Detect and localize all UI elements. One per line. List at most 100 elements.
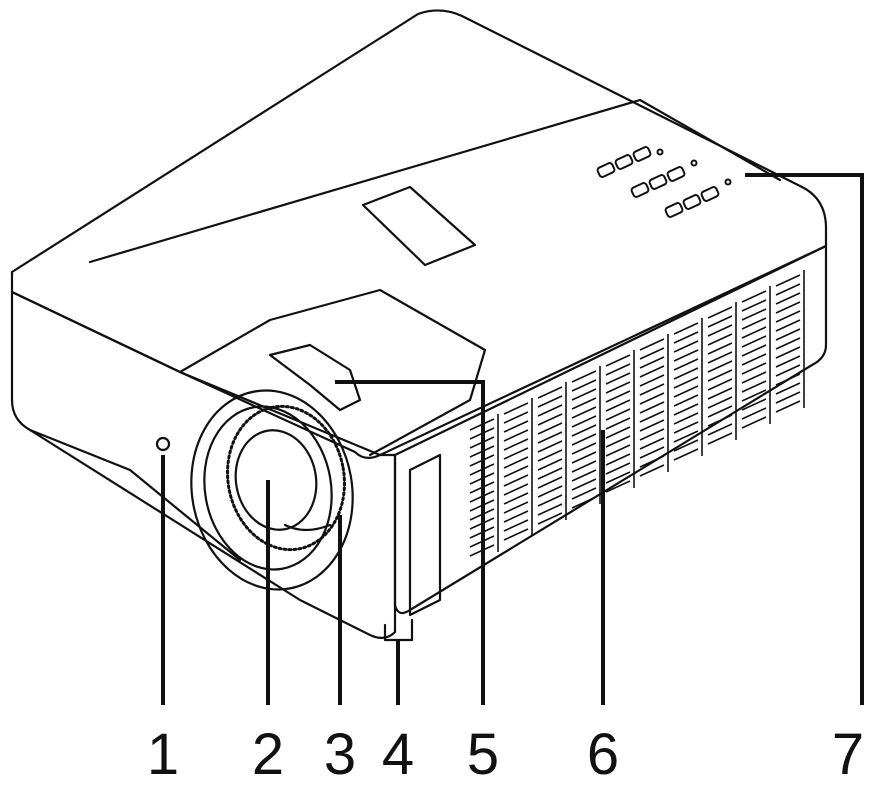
vent-slat	[741, 380, 767, 393]
callout-label-1: 1	[146, 722, 180, 787]
vent-slat	[503, 483, 529, 496]
vent-slat	[741, 344, 767, 357]
vent-slat	[605, 444, 631, 457]
vent-slat	[707, 432, 733, 445]
projector-front-face	[10, 290, 397, 639]
vent-slat	[707, 369, 733, 382]
vent-slat	[741, 299, 767, 312]
vent-slat	[741, 407, 767, 420]
vent-slat	[741, 398, 767, 411]
callout-label-3: 3	[323, 722, 357, 787]
vent-slat	[707, 378, 733, 391]
vent-slat	[639, 428, 665, 441]
control-keypad	[596, 146, 732, 218]
vent-slat	[571, 370, 597, 383]
keypad-button	[700, 186, 720, 202]
vent-slat	[639, 383, 665, 396]
keypad-button	[632, 146, 652, 162]
vent-slat	[503, 456, 529, 469]
vent-slat	[673, 358, 699, 371]
vent-slat	[571, 406, 597, 419]
vent-slat	[571, 496, 597, 509]
vent-slat	[639, 347, 665, 360]
vent-slat	[741, 353, 767, 366]
vent-slat	[707, 306, 733, 319]
vent-slat	[741, 308, 767, 321]
vent-slat	[673, 349, 699, 362]
vent-slat	[741, 371, 767, 384]
vent-slat	[537, 512, 563, 525]
vent-slat	[707, 360, 733, 373]
keypad-indicator	[724, 178, 732, 186]
vent-slat	[503, 447, 529, 460]
vent-slat	[537, 431, 563, 444]
vent-slat	[639, 365, 665, 378]
keypad-button	[664, 202, 684, 218]
vent-slat	[775, 301, 801, 314]
lens-bezel	[203, 405, 333, 571]
leader-line-7	[745, 173, 864, 705]
vent-slat	[775, 346, 801, 359]
vent-slat	[673, 385, 699, 398]
vent-slat	[639, 401, 665, 414]
vent-slat	[605, 354, 631, 367]
vent-slat	[503, 438, 529, 451]
vent-slat	[605, 453, 631, 466]
vent-slat	[571, 469, 597, 482]
vent-slat	[775, 364, 801, 377]
vent-slat	[673, 322, 699, 335]
side-front-vent	[408, 453, 442, 617]
vent-slat	[673, 403, 699, 416]
vent-slat	[707, 351, 733, 364]
vent-slat	[639, 410, 665, 423]
vent-slat	[707, 387, 733, 400]
vent-slat	[503, 411, 529, 424]
keypad-button	[666, 166, 686, 182]
vent-slat	[741, 362, 767, 375]
vent-slat	[775, 319, 801, 332]
vent-slat	[673, 439, 699, 452]
vent-slat	[503, 429, 529, 442]
vent-slat	[605, 363, 631, 376]
lens-highlight	[283, 523, 332, 532]
lens-hood-recess	[178, 288, 487, 457]
vent-slat	[571, 487, 597, 500]
vent-slat	[741, 389, 767, 402]
vent-slat	[775, 283, 801, 296]
vent-slat	[605, 399, 631, 412]
callout-label-4: 4	[381, 722, 415, 787]
vent-slat	[775, 310, 801, 323]
keypad-button	[614, 154, 634, 170]
vent-slat	[503, 402, 529, 415]
vent-slat	[673, 367, 699, 380]
vent-slat	[571, 388, 597, 401]
vent-slat	[571, 397, 597, 410]
vent-slat	[571, 442, 597, 455]
vent-slat	[707, 423, 733, 436]
vent-slat	[537, 467, 563, 480]
vent-slat	[605, 372, 631, 385]
vent-slat	[673, 430, 699, 443]
vent-slat	[605, 462, 631, 475]
vent-slat	[741, 317, 767, 330]
vent-slat	[673, 448, 699, 461]
vent-slat	[673, 340, 699, 353]
vent-slat	[503, 510, 529, 523]
keypad-button	[648, 174, 668, 190]
vent-slat	[775, 337, 801, 350]
vent-slat	[503, 474, 529, 487]
vent-slat	[741, 290, 767, 303]
vent-slat	[639, 446, 665, 459]
vent-slat	[775, 292, 801, 305]
vent-slat	[707, 315, 733, 328]
vent-slat	[537, 458, 563, 471]
ir-sensor	[155, 436, 171, 452]
vent-slat	[503, 420, 529, 433]
vent-slat	[741, 416, 767, 429]
callout-label-7: 7	[831, 722, 865, 787]
vent-slat	[639, 356, 665, 369]
vent-slat	[571, 478, 597, 491]
vent-slat	[537, 449, 563, 462]
vent-slat	[503, 492, 529, 505]
